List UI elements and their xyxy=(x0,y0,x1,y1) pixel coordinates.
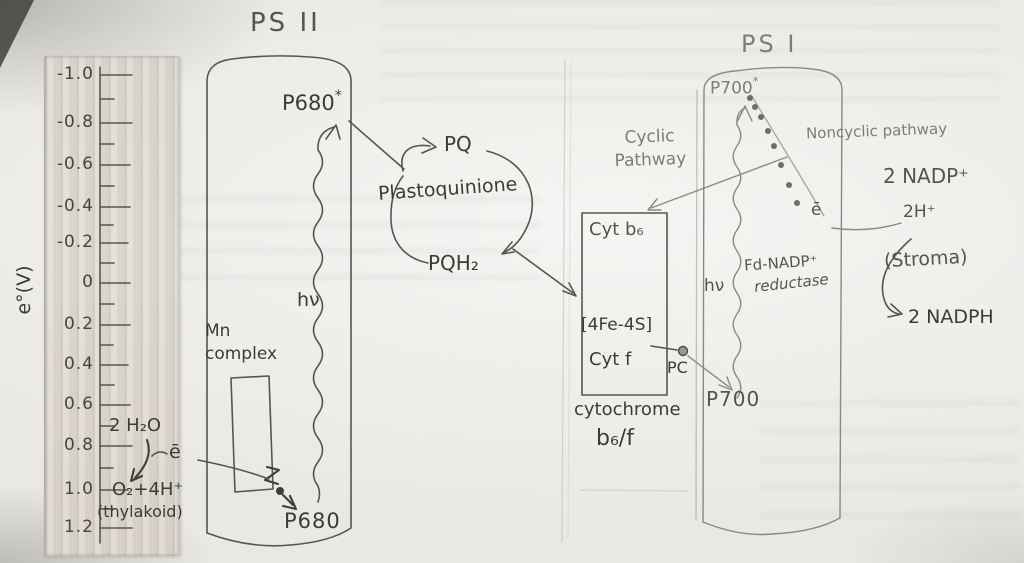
p680-ground-label: P680 xyxy=(284,509,341,533)
axis-tick-label: 0.4 xyxy=(63,354,94,374)
paper-crease xyxy=(561,57,566,543)
pq-cycle-arrow-down xyxy=(486,150,534,255)
electron-transfer-line xyxy=(197,459,270,480)
axis-tick-label: 0.2 xyxy=(63,314,94,334)
pq-label: PQ xyxy=(444,132,472,156)
oxygen-label: O₂+4H⁺ xyxy=(112,479,183,500)
p680-to-pq-line xyxy=(348,120,405,170)
electron-to-protons-line xyxy=(831,222,902,231)
electron-right-label: ē xyxy=(811,200,822,220)
ps2-hv-label: hν xyxy=(297,289,320,311)
axis-minor-ticks xyxy=(99,98,115,510)
stroma-label: (Stroma) xyxy=(883,245,969,273)
cyclic-pathway-arrow xyxy=(647,156,788,211)
mn-complex-label: Mn complex xyxy=(205,321,278,364)
water-split-arrow xyxy=(129,438,150,483)
ps2-title: PS II xyxy=(250,8,321,38)
cyt-b6-label: Cyt b₆ xyxy=(589,219,644,240)
electron-hop-path xyxy=(750,94,825,217)
ps2-excitation-arrowhead xyxy=(325,124,341,140)
electron-hop-dots xyxy=(747,95,800,206)
pq-cycle-arc xyxy=(390,175,429,264)
fe-s-cluster-label: [4Fe-4S] xyxy=(581,315,653,335)
water-label: 2 H₂O xyxy=(109,415,162,436)
electron-left-label: ē xyxy=(169,441,181,463)
axis-tick-label: 1.0 xyxy=(63,479,94,499)
b6f-label: b₆/f xyxy=(596,426,634,451)
pqh2-label: PQH₂ xyxy=(428,251,479,275)
axis-tick-label: 0 xyxy=(82,272,94,292)
pq-cycle-arrow-up xyxy=(401,137,437,172)
mn-complex-box xyxy=(230,375,274,493)
ps2-cylinder xyxy=(206,55,352,547)
axis-tick-label: -0.2 xyxy=(56,232,94,252)
ps1-excitation-arrowhead xyxy=(736,105,753,123)
axis-tick-label: -0.6 xyxy=(56,154,94,174)
excited-star: * xyxy=(334,88,342,104)
arrow-to-nadph xyxy=(881,238,912,318)
nadp-label: 2 NADP⁺ xyxy=(883,164,969,188)
ps1-wall-double-line xyxy=(695,89,698,521)
pc-dot xyxy=(677,345,689,357)
cytb6f-box xyxy=(581,212,668,396)
thylakoid-label: (thylakoid) xyxy=(97,502,183,521)
axis-tick-label: 0.6 xyxy=(63,394,94,414)
axis-tick-label: 0.8 xyxy=(63,435,94,455)
paper-crease xyxy=(579,489,689,492)
axis-major-ticks xyxy=(99,74,133,529)
excited-star: * xyxy=(752,74,759,88)
cytochrome-name-label: cytochrome xyxy=(574,399,681,420)
nadph-label: 2 NADPH xyxy=(908,306,994,328)
axis-tick-label: -0.4 xyxy=(56,196,94,216)
pqh2-to-cytb6f-arrow xyxy=(512,248,577,297)
ps1-light-squiggle xyxy=(732,107,746,399)
cyclic-pathway-label: Cyclic Pathway xyxy=(614,126,687,172)
axis-tick-label: -0.8 xyxy=(56,112,94,132)
ps1-title: PS I xyxy=(741,30,798,58)
redox-scale-strip xyxy=(44,56,180,556)
electron-dot xyxy=(276,487,284,495)
cytf-to-pc-line xyxy=(650,345,678,351)
axis-tick-label: -1.0 xyxy=(56,64,94,84)
axis-tick-label: 1.2 xyxy=(63,517,94,537)
p680-excited-label: P680* xyxy=(282,88,342,115)
paper-crease xyxy=(567,59,572,541)
pc-label: PC xyxy=(667,358,688,377)
p700-excited-label: P700* xyxy=(710,74,759,99)
cyt-f-label: Cyt f xyxy=(589,349,632,370)
protons-label: 2H⁺ xyxy=(903,202,936,222)
electron-connector xyxy=(151,451,168,457)
p700-ground-label: P700 xyxy=(706,387,761,411)
ps1-hv-label: hν xyxy=(704,276,725,296)
axis-label: e°(V) xyxy=(13,265,35,315)
arrow-to-p680 xyxy=(281,493,298,511)
pc-to-p700-arrow xyxy=(687,355,733,391)
electron-zigzag xyxy=(263,465,281,486)
ps2-light-squiggle xyxy=(312,126,335,503)
ps1-cylinder xyxy=(702,66,843,536)
